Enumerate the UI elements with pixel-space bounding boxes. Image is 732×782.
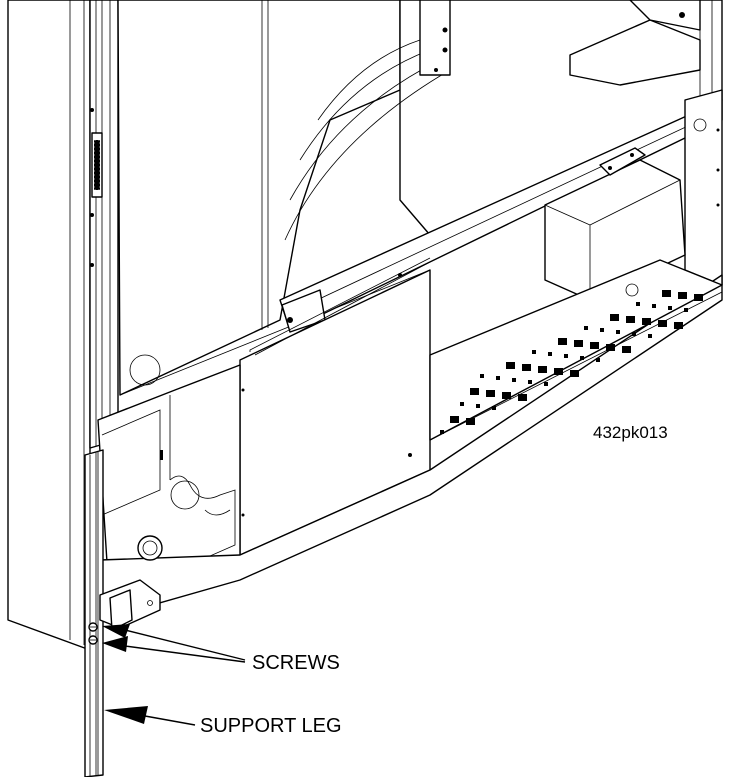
grille-vent-hole [626, 316, 635, 323]
grille-vent-hole [580, 356, 584, 360]
grille-vent-hole [590, 342, 599, 349]
grille-vent-hole [610, 314, 619, 321]
callout-screws: SCREWS [252, 652, 340, 674]
grille-vent-hole [642, 318, 651, 325]
grille-vent-hole [470, 388, 479, 395]
screws-leader-lower [102, 636, 246, 663]
grille-vent-hole [570, 370, 579, 377]
grille-vent-hole [564, 354, 568, 358]
support-leg-leader [104, 706, 196, 726]
grille-vent-hole [636, 302, 640, 306]
grille-vent-hole [450, 416, 459, 423]
grille-vent-hole [674, 322, 683, 329]
grille-vent-hole [694, 294, 703, 301]
grille-vent-hole [616, 330, 620, 334]
screw-upper [88, 622, 98, 632]
grille-vent-hole [584, 326, 588, 330]
grille-vent-hole [658, 320, 667, 327]
grille-vent-hole [486, 390, 495, 397]
grille-vent-hole [532, 350, 536, 354]
grille-vent-hole [528, 380, 532, 384]
vented-floor [429, 259, 723, 441]
hinge [91, 132, 103, 198]
figure-id: 432pk013 [593, 423, 668, 442]
grille-vent-hole [600, 328, 604, 332]
grille-vent-hole [652, 304, 656, 308]
door-panel [117, 0, 431, 396]
grille-vent-hole [440, 430, 444, 434]
grille-vent-hole [648, 334, 652, 338]
grille-vent-hole [622, 346, 631, 353]
grille-vent-hole [466, 418, 475, 425]
grille-vent-hole [496, 376, 500, 380]
mounting-bracket [99, 579, 161, 631]
door-frame [89, 0, 119, 449]
grille-vent-hole [596, 358, 600, 362]
grille-vent-hole [668, 306, 672, 310]
side-panel [7, 0, 91, 651]
grille-vent-hole [662, 290, 671, 297]
grille-vent-hole [506, 362, 515, 369]
screws-leader-upper [102, 624, 246, 661]
grille-vent-hole [606, 344, 615, 351]
grille-vent-hole [476, 404, 480, 408]
grille-vent-hole [522, 364, 531, 371]
upper-cabinet [284, 0, 723, 241]
support-leg [84, 449, 104, 778]
grille-vent-hole [512, 378, 516, 382]
grille-vent-hole [538, 366, 547, 373]
grille-vent-hole [678, 292, 687, 299]
grille-vent-hole [480, 374, 484, 378]
right-wall [684, 89, 723, 286]
screw-lower [88, 635, 98, 645]
grille-vent-hole [554, 368, 563, 375]
grille-vent-hole [544, 382, 548, 386]
callout-support-leg: SUPPORT LEG [200, 715, 342, 737]
grille-vent-hole [632, 332, 636, 336]
grille-vent-hole [548, 352, 552, 356]
grille-vent-hole [502, 392, 511, 399]
grille-vent-hole [518, 394, 527, 401]
grille-vent-hole [460, 402, 464, 406]
grille-vent-hole [574, 340, 583, 347]
grille-vent-hole [558, 338, 567, 345]
